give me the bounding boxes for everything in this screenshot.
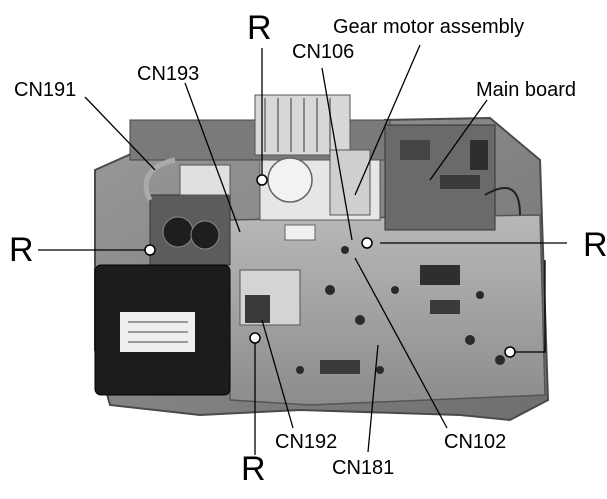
gear-motor-block xyxy=(329,149,371,216)
leader-r-right-lower xyxy=(512,260,546,353)
pcb-ic-1 xyxy=(420,265,460,285)
label-r-right: R xyxy=(583,226,607,264)
screw-marker-right xyxy=(361,237,373,249)
screw-marker-left xyxy=(144,244,156,256)
board-part xyxy=(470,140,488,170)
pcb-ic-3 xyxy=(320,360,360,374)
label-main-board: Main board xyxy=(476,79,577,101)
leader-cn193 xyxy=(184,82,241,233)
screw-marker-bottom xyxy=(249,332,261,344)
leader-gear-motor xyxy=(354,44,421,196)
leader-cn106 xyxy=(321,67,353,241)
leader-lines xyxy=(38,44,567,455)
label-cn191: CN191 xyxy=(14,79,77,101)
fuse-holder xyxy=(179,164,231,196)
leader-cn191 xyxy=(84,96,156,171)
label-cn193: CN193 xyxy=(137,63,200,85)
relay-white xyxy=(284,224,316,241)
heat-sink xyxy=(254,94,351,156)
label-cn192: CN192 xyxy=(275,431,338,453)
capacitor-left xyxy=(162,216,194,248)
leader-cn192 xyxy=(261,319,294,429)
wire-bundle xyxy=(143,157,176,202)
label-gear-motor-assembly: Gear motor assembly xyxy=(333,16,525,38)
pcb-components xyxy=(296,246,505,374)
label-r-bottom: R xyxy=(241,450,266,488)
leader-cn181 xyxy=(367,344,379,453)
wire-right xyxy=(484,186,521,216)
label-r-top: R xyxy=(247,9,272,47)
label-cn181: CN181 xyxy=(332,457,395,479)
screw-marker-right-lower xyxy=(504,346,516,358)
heat-sink-fins xyxy=(264,98,331,152)
label-cn102: CN102 xyxy=(444,431,507,453)
label-cn106: CN106 xyxy=(292,41,355,63)
transformer-label-lines xyxy=(128,321,188,343)
screw-markers xyxy=(144,174,516,358)
label-r-left: R xyxy=(9,231,34,269)
gear-motor-wheel xyxy=(267,157,313,203)
board-chip xyxy=(400,140,430,160)
pcb-ic-2 xyxy=(430,300,460,314)
leader-main-board xyxy=(429,99,488,181)
capacitor-right xyxy=(190,220,220,250)
board-connector xyxy=(440,175,480,189)
relay-dark xyxy=(245,295,270,323)
leader-cn102 xyxy=(354,257,448,429)
screw-marker-top xyxy=(256,174,268,186)
